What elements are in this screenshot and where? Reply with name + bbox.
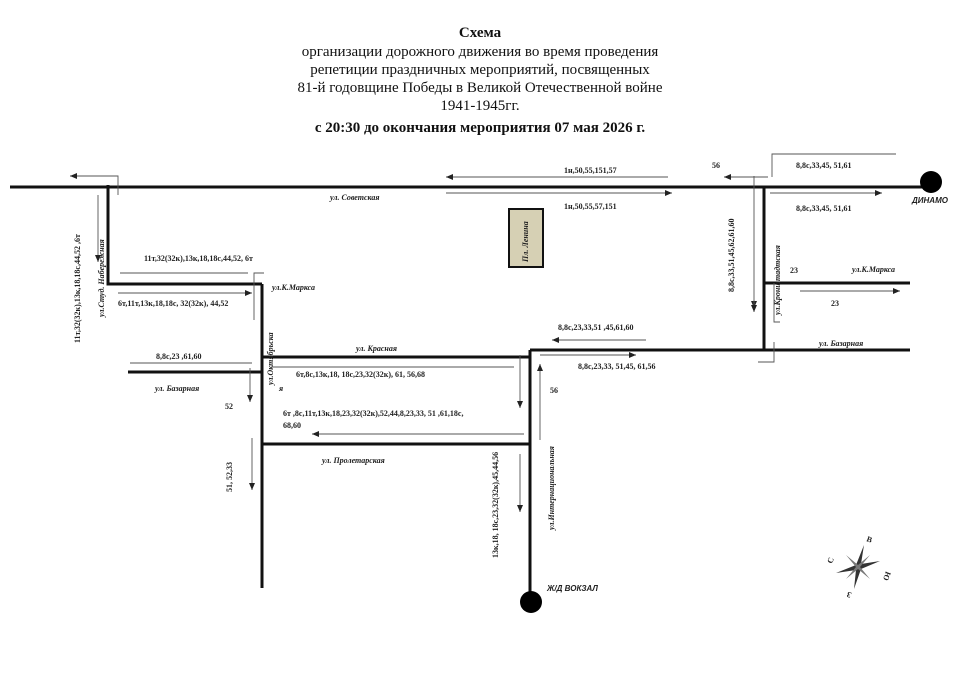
scheme-subtitle-line-1: организации дорожного движения во время … <box>301 44 659 60</box>
street-internatsionalnaya: ул.Интернациональная <box>547 446 556 531</box>
scheme-subtitle-line-4: 1941-1945гг. <box>440 98 520 114</box>
route-km-left-top: 11т,32(32к),13к,18,18с,44,52, 6т <box>144 254 253 263</box>
street-k-marksa-right: ул.К.Маркса <box>851 265 895 274</box>
scheme-subtitle-line-3: 81-й годовщине Победы в Великой Отечеств… <box>297 80 663 96</box>
route-baz-left: 8,8с,23 ,61,60 <box>156 352 202 361</box>
route-okt-52: 52 <box>225 402 233 411</box>
street-kronshtadtskaya: ул.Кронштадтская <box>773 245 782 316</box>
compass-east: В <box>865 534 874 545</box>
arrow-baz-right-turn <box>773 283 780 323</box>
route-krasnaya: 6т,8с,13к,18, 18с,23,32(32к), 61, 56,68 <box>296 370 425 379</box>
route-arrows <box>70 153 900 512</box>
street-bazarnaya-right: ул. Базарная <box>818 339 863 348</box>
compass-west: З <box>846 590 853 600</box>
railway-station-stop-marker <box>520 591 542 613</box>
route-baz-right-bottom: 8,8с,23,33, 51,45, 61,56 <box>578 362 656 371</box>
street-proletarskaya: ул. Пролетарская <box>321 456 385 465</box>
route-sov-top-right: 8,8с,33,45, 51,61 <box>796 161 852 170</box>
route-sov-bottom-right: 8,8с,33,45, 51,61 <box>796 204 852 213</box>
route-okt-down: 51, 52,33 <box>225 462 234 492</box>
scheme-subtitle-line-2: репетиции праздничных мероприятий, посвя… <box>310 62 650 78</box>
route-intl-56: 56 <box>550 386 558 395</box>
route-intl-down: 13к,18, 18с,23,32(32к),45,44,56 <box>491 452 500 558</box>
scheme-title: Схема <box>458 25 502 41</box>
street-k-marksa-left: ул.К.Маркса <box>271 283 315 292</box>
street-oktyabrskaya: ул.Октябрьска <box>266 332 275 386</box>
dinamo-stop-label: ДИНАМО <box>911 196 949 205</box>
compass-rose: С В Ю З <box>825 534 892 599</box>
compass-star-inner <box>846 555 870 579</box>
route-sov-top-center: 1н,50,55,151,57 <box>564 166 617 175</box>
route-km-right-23-top: 23 <box>790 266 798 275</box>
lenin-square-label: Пл. Ленина <box>521 221 530 263</box>
arrow-km-left-turn <box>253 272 264 320</box>
scheme-header: Схема организации дорожного движения во … <box>0 24 960 139</box>
route-sov-56: 56 <box>712 161 720 170</box>
arrow-sov-far-right-loop <box>771 153 896 177</box>
route-nab-vertical: 11т,32(32к),13к,18,18с,44,52 ,6т <box>73 234 82 343</box>
street-bazarnaya-left: ул. Базарная <box>154 384 199 393</box>
street-krasnaya: ул. Красная <box>355 344 397 353</box>
compass-south: Ю <box>881 570 893 582</box>
arrow-sov-left-west <box>70 173 119 195</box>
roads <box>10 185 930 598</box>
scheme-time-period: с 20:30 до окончания мероприятия 07 мая … <box>314 120 646 136</box>
road-stud-naberezhnaya-k-marksa <box>106 185 262 286</box>
route-km-right-23-bottom: 23 <box>831 299 839 308</box>
route-baz-right-top: 8,8с,23,33,51 ,45,61,60 <box>558 323 634 332</box>
route-kron-vertical: 8,8с,33,51,45,62,61,60 <box>727 218 736 292</box>
route-prolet-line-1: 6т ,8с,11т,13к,18,23,32(32к),52,44,8,23,… <box>283 409 463 418</box>
arrow-kron-return <box>758 342 775 363</box>
street-sovetskaya: ул. Советская <box>329 193 380 202</box>
compass-north: С <box>825 556 836 565</box>
lenin-square <box>508 208 544 268</box>
route-sov-bottom-center: 1н,50,55,57,151 <box>564 202 617 211</box>
street-stud-naberezhnaya: ул.Студ. Набережная <box>97 239 106 318</box>
dinamo-stop-marker <box>920 171 942 193</box>
railway-station-stop-label: Ж/Д ВОКЗАЛ <box>546 584 598 593</box>
route-km-left-bottom: 6т,11т,13к,18,18с, 32(32к), 44,52 <box>118 299 228 308</box>
route-prolet-line-2: 68,60 <box>283 421 301 430</box>
street-oktyabrskaya-suffix: я <box>278 384 283 393</box>
